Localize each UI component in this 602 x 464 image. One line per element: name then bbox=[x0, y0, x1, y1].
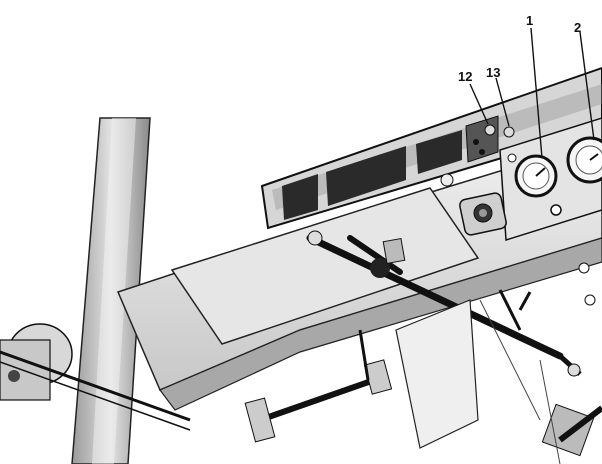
warning-window-2 bbox=[326, 146, 406, 206]
gauge-panel bbox=[499, 117, 602, 241]
lower-bracket bbox=[244, 329, 393, 443]
warning-window-1 bbox=[282, 174, 318, 220]
wiper-linkage bbox=[306, 230, 582, 377]
windshield-pillar bbox=[71, 117, 151, 464]
callout-12: 12 bbox=[458, 69, 472, 84]
ignition-switch bbox=[440, 173, 507, 236]
switch-12 bbox=[484, 124, 496, 136]
switch-13 bbox=[503, 126, 515, 138]
wiper-motor bbox=[0, 323, 191, 431]
callout-2: 2 bbox=[574, 20, 581, 35]
callout-leaders bbox=[469, 27, 595, 159]
lower-right-pivot bbox=[539, 359, 602, 464]
callout-13: 13 bbox=[486, 65, 500, 80]
glove-box-lid bbox=[170, 187, 480, 345]
lower-body bbox=[395, 262, 596, 449]
callout-1: 1 bbox=[526, 13, 533, 28]
warning-window-3 bbox=[416, 130, 462, 174]
instrument-cluster bbox=[260, 66, 602, 230]
